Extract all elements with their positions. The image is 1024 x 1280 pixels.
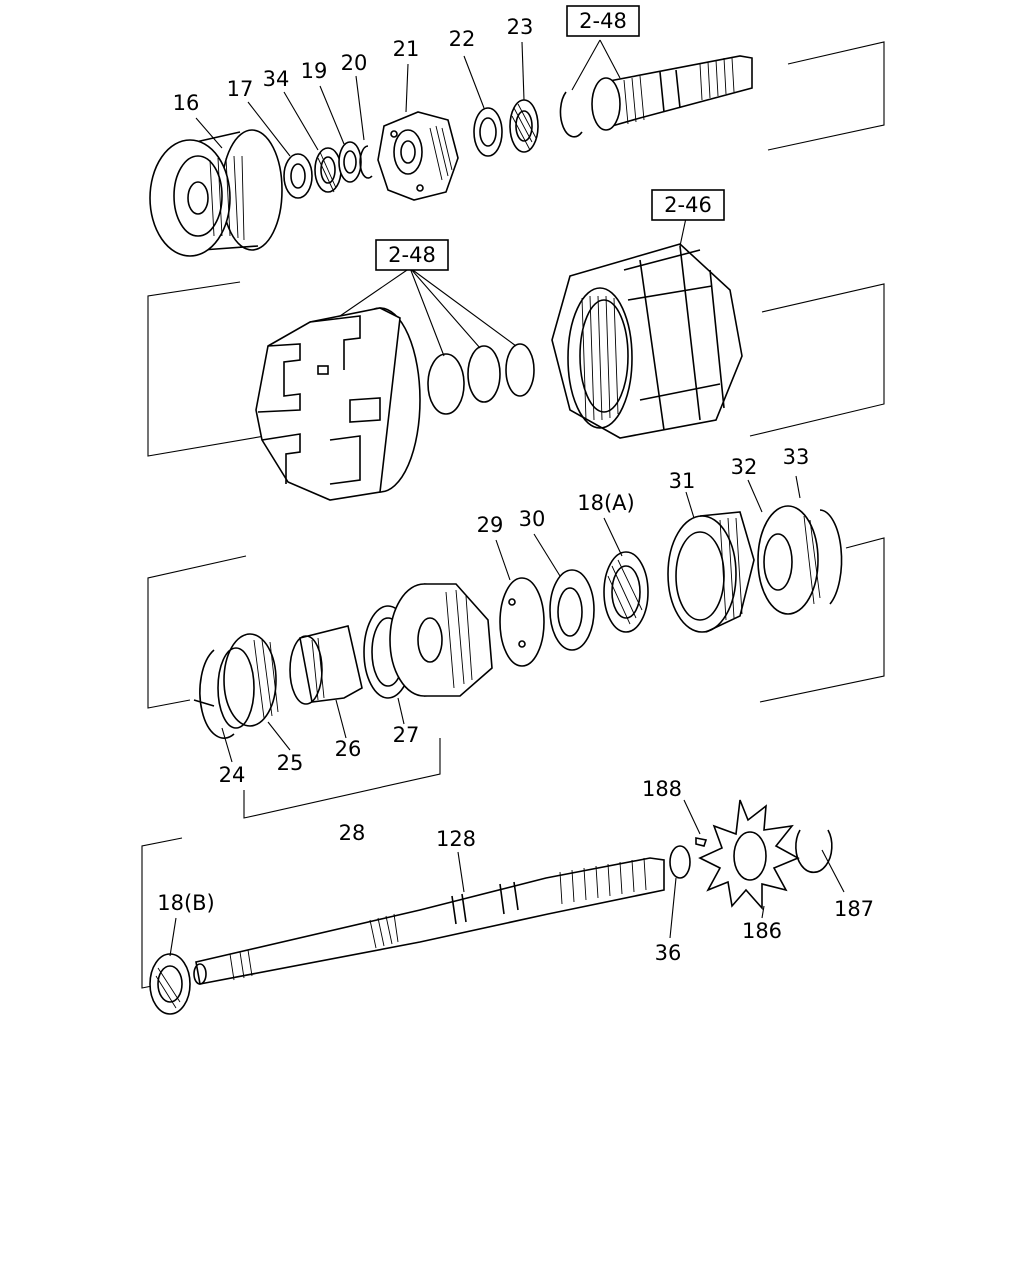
part-18a-needle-bearing bbox=[603, 551, 649, 633]
part-33-snap-ring bbox=[819, 509, 843, 605]
reference-2-46: 2-46 bbox=[664, 193, 712, 217]
part-19-race bbox=[338, 141, 362, 183]
reference-box-2-48-mid: 2-48 bbox=[375, 239, 449, 271]
callout-36: 36 bbox=[655, 941, 682, 965]
output-shaft-assembly bbox=[591, 55, 753, 131]
reference-box-2-46: 2-46 bbox=[651, 189, 725, 221]
part-188-clip bbox=[695, 837, 708, 847]
clutch-housing-ref-2-46 bbox=[551, 243, 743, 439]
callout-34: 34 bbox=[263, 67, 290, 91]
callout-20: 20 bbox=[341, 51, 368, 75]
callout-24: 24 bbox=[219, 763, 246, 787]
part-17-washer bbox=[283, 153, 313, 199]
leader-lines bbox=[169, 39, 845, 957]
frame-lines-row2 bbox=[147, 281, 885, 457]
part-186-star-plate bbox=[698, 799, 800, 911]
frame-lines-row4 bbox=[141, 837, 183, 989]
reference-box-2-48-top: 2-48 bbox=[566, 5, 640, 37]
part-128-main-shaft bbox=[193, 857, 665, 985]
callout-22: 22 bbox=[449, 27, 476, 51]
callout-128: 128 bbox=[436, 827, 476, 851]
part-24-snap-ring bbox=[193, 649, 235, 739]
group-bracket-28 bbox=[243, 738, 441, 819]
callout-25: 25 bbox=[277, 751, 304, 775]
callout-21: 21 bbox=[393, 37, 420, 61]
callout-17: 17 bbox=[227, 77, 254, 101]
reference-2-48-mid: 2-48 bbox=[388, 243, 436, 267]
part-20-snap-ring bbox=[359, 145, 373, 179]
callout-labels: 16 17 34 19 20 21 22 23 29 30 18(A) 31 3… bbox=[157, 15, 874, 965]
part-21-planet-carrier bbox=[377, 111, 459, 201]
callout-186: 186 bbox=[742, 919, 782, 943]
callout-28: 28 bbox=[339, 821, 366, 845]
callout-19: 19 bbox=[301, 59, 328, 83]
part-26-sleeve bbox=[289, 625, 363, 705]
callout-18b: 18(B) bbox=[157, 891, 215, 915]
snap-rings-ref-2-48 bbox=[427, 343, 535, 415]
part-187-snap-ring bbox=[795, 829, 833, 874]
part-30-washer bbox=[549, 569, 595, 651]
callout-18a: 18(A) bbox=[577, 491, 634, 515]
part-31-ring-gear bbox=[667, 511, 755, 633]
part-36-o-ring bbox=[669, 845, 691, 879]
callout-30: 30 bbox=[519, 507, 546, 531]
part-34-bearing bbox=[314, 147, 342, 193]
callout-27: 27 bbox=[393, 723, 420, 747]
slotted-sleeve bbox=[255, 307, 421, 501]
part-16-clutch-drum bbox=[149, 129, 283, 257]
callout-33: 33 bbox=[783, 445, 810, 469]
callout-16: 16 bbox=[173, 91, 200, 115]
callout-31: 31 bbox=[669, 469, 696, 493]
part-18b-needle-bearing bbox=[149, 953, 191, 1015]
part-23-needle-bearing bbox=[509, 99, 539, 153]
sun-gear-hub bbox=[389, 583, 493, 697]
callout-29: 29 bbox=[477, 513, 504, 537]
callout-23: 23 bbox=[507, 15, 534, 39]
callout-32: 32 bbox=[731, 455, 758, 479]
part-22-thrust-washer bbox=[473, 107, 503, 157]
callout-187: 187 bbox=[834, 897, 874, 921]
snap-ring-ref-2-48 bbox=[559, 91, 583, 138]
reference-2-48-top: 2-48 bbox=[579, 9, 627, 33]
part-29-thrust-plate bbox=[499, 577, 545, 667]
frame-lines-row3 bbox=[147, 537, 885, 709]
frame-lines-row1 bbox=[767, 41, 885, 151]
callout-188: 188 bbox=[642, 777, 682, 801]
callout-26: 26 bbox=[335, 737, 362, 761]
part-25-bearing bbox=[217, 633, 279, 729]
part-32-gear-plate bbox=[757, 505, 821, 615]
